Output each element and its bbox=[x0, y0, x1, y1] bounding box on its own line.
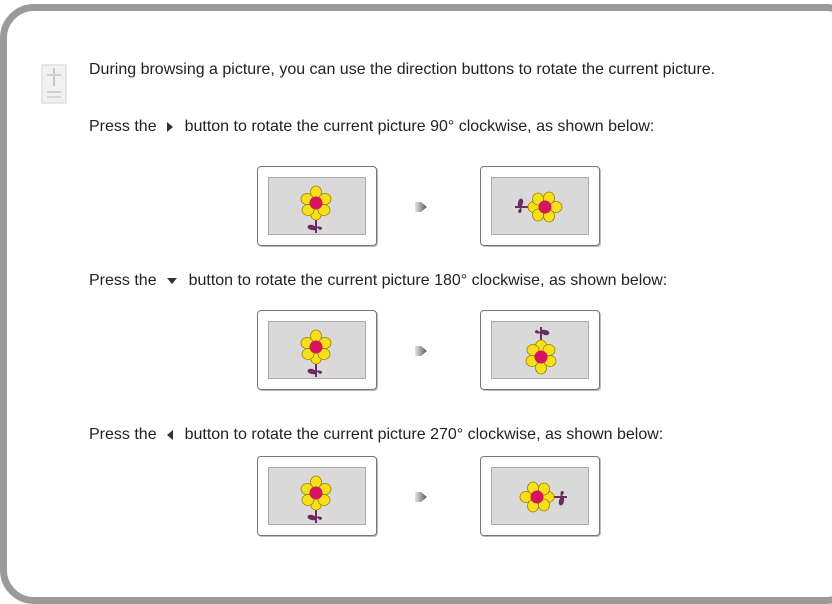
flower-icon bbox=[514, 191, 563, 223]
instruction-rotate-270: Press the button to rotate the current pi… bbox=[89, 425, 663, 445]
left-triangle-icon bbox=[166, 429, 173, 440]
instruction-prefix: Press the bbox=[89, 426, 157, 443]
content-frame bbox=[0, 4, 832, 604]
instruction-suffix: button to rotate the current picture 180… bbox=[188, 272, 668, 289]
down-triangle-icon bbox=[166, 277, 177, 284]
instruction-rotate-180: Press the button to rotate the current pi… bbox=[89, 271, 667, 291]
picture-screen bbox=[491, 177, 589, 235]
flower-icon bbox=[300, 475, 332, 524]
original-picture-tile bbox=[257, 310, 377, 390]
flower-icon bbox=[519, 481, 568, 513]
rotated-270-picture-tile bbox=[480, 456, 600, 536]
original-picture-tile bbox=[257, 456, 377, 536]
flower-icon bbox=[525, 326, 557, 375]
instruction-suffix: button to rotate the current picture 270… bbox=[184, 426, 664, 443]
instruction-prefix: Press the bbox=[89, 272, 157, 289]
intro-text: During browsing a picture, you can use t… bbox=[89, 61, 716, 78]
instruction-suffix: button to rotate the current picture 90°… bbox=[184, 118, 655, 135]
note-icon bbox=[41, 64, 67, 104]
instruction-rotate-90: Press the button to rotate the current pi… bbox=[89, 117, 654, 137]
arrow-right-icon bbox=[415, 346, 427, 356]
rotated-180-picture-tile bbox=[480, 310, 600, 390]
arrow-right-icon bbox=[415, 202, 427, 212]
original-picture-tile bbox=[257, 166, 377, 246]
instruction-prefix: Press the bbox=[89, 118, 157, 135]
flower-icon bbox=[300, 185, 332, 234]
arrow-right-icon bbox=[415, 492, 427, 502]
right-triangle-icon bbox=[166, 121, 173, 132]
rotated-90-picture-tile bbox=[480, 166, 600, 246]
flower-icon bbox=[300, 329, 332, 378]
